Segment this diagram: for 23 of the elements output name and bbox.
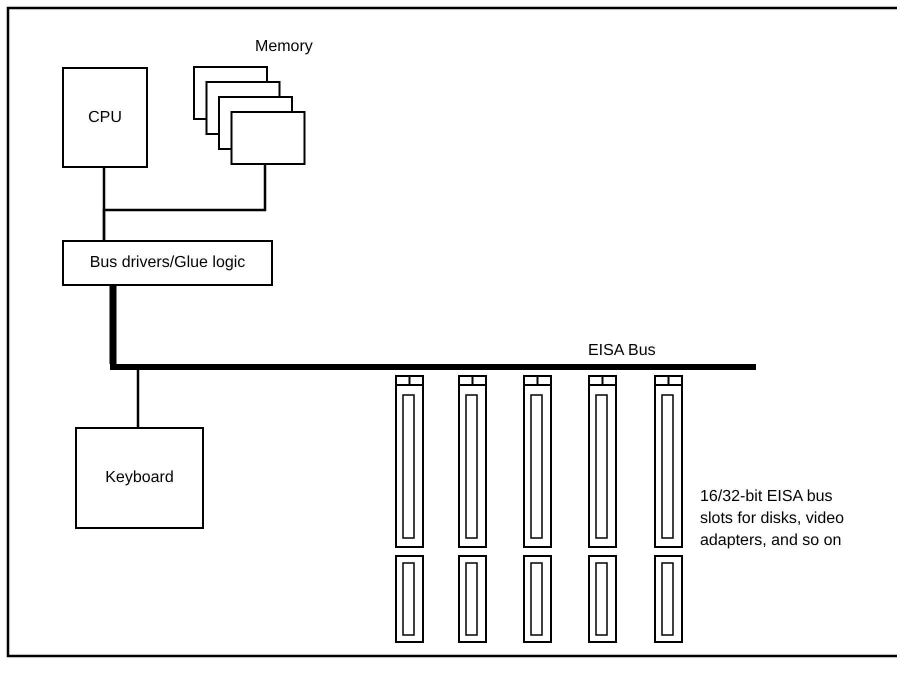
component-box xyxy=(62,240,273,286)
box-label: CPU xyxy=(88,108,122,128)
memory-label: Memory xyxy=(255,38,313,56)
bus-bar xyxy=(110,364,756,370)
bus-line xyxy=(102,165,266,240)
bus-label: EISA Bus xyxy=(588,341,656,361)
expansion-slot xyxy=(395,375,424,548)
expansion-slot xyxy=(523,375,552,548)
short-slot xyxy=(654,555,683,643)
short-slot xyxy=(523,555,552,643)
expansion-slot xyxy=(588,375,617,548)
bus-line xyxy=(110,286,116,364)
box-label: Bus drivers/Glue logic xyxy=(90,253,246,273)
expansion-slot xyxy=(458,375,487,548)
box-label: Keyboard xyxy=(105,468,174,488)
short-slot xyxy=(458,555,487,643)
short-slot xyxy=(395,555,424,643)
component-box xyxy=(75,427,204,529)
component-box xyxy=(62,67,148,168)
short-slot xyxy=(588,555,617,643)
expansion-slot xyxy=(654,375,683,548)
slot-note: 16/32-bit EISA bus slots for disks, video adapters, and so on xyxy=(700,487,846,551)
bus-line xyxy=(136,370,140,427)
